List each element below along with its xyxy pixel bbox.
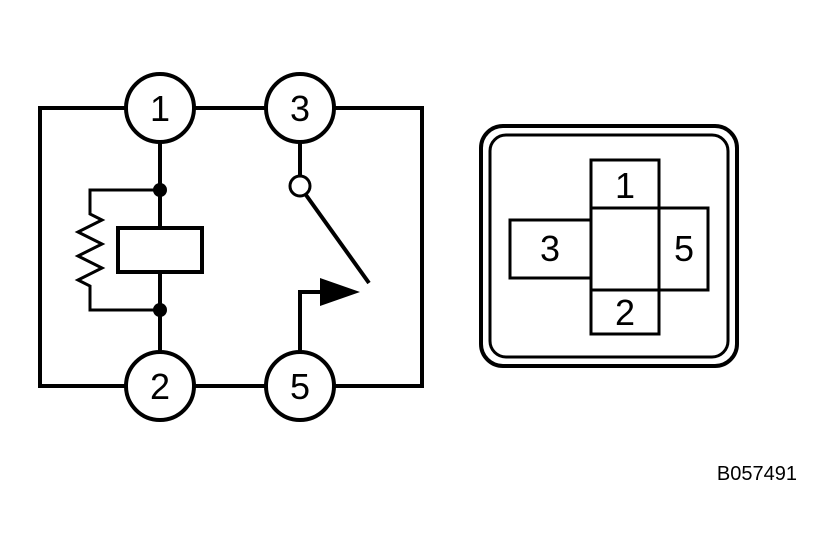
terminal-5 — [264, 350, 336, 422]
contact-arrow — [320, 278, 360, 306]
switch-lead-bottom — [298, 290, 322, 352]
switch-pivot — [288, 174, 312, 198]
junction-dot-top — [153, 183, 167, 197]
pin-5 — [657, 206, 710, 292]
pin-2 — [589, 288, 661, 336]
pin-2-label: 2 — [615, 292, 635, 333]
terminal-1-label: 1 — [150, 88, 170, 129]
terminal-2 — [124, 350, 196, 422]
terminal-5-label: 5 — [290, 366, 310, 407]
pin-3 — [508, 218, 593, 280]
terminal-2-label: 2 — [150, 366, 170, 407]
junction-dot-bottom — [153, 303, 167, 317]
relay-coil — [116, 226, 204, 274]
figure-code: B057491 — [717, 463, 797, 485]
relay-schematic — [38, 72, 424, 422]
switch-blade — [304, 193, 371, 285]
pin-5-label: 5 — [674, 228, 694, 269]
terminal-3 — [264, 72, 336, 144]
resistor — [74, 188, 160, 312]
connector-center-block — [589, 206, 661, 292]
pin-1-label: 1 — [615, 165, 635, 206]
connector-housing-outer — [479, 124, 739, 368]
connector-face — [479, 124, 739, 368]
pin-3-label: 3 — [540, 228, 560, 269]
outer-wiring — [38, 106, 424, 388]
terminal-1 — [124, 72, 196, 144]
connector-housing-inner — [488, 133, 730, 359]
terminal-3-label: 3 — [290, 88, 310, 129]
